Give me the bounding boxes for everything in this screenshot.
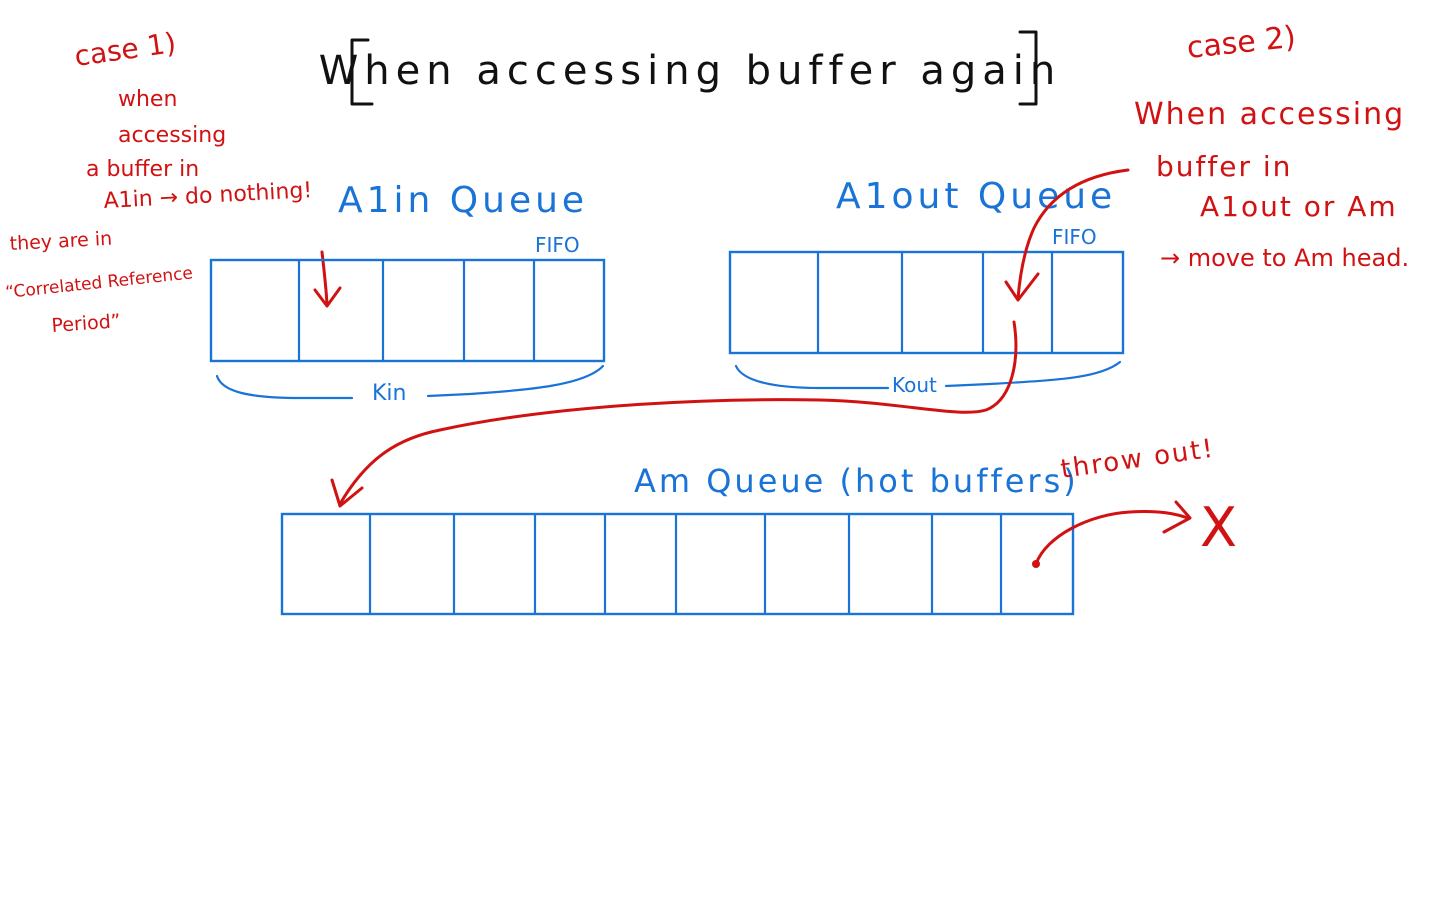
evict-arrow-shaft [1034,510,1190,566]
a1out-box [728,250,1125,355]
case2-line-2: buffer in [1156,150,1292,183]
a1out-brace [734,360,1122,390]
a1in-fifo-tag: FIFO [535,233,580,257]
case2-line-3: A1out or Am [1200,190,1398,223]
title-right-bracket [1018,30,1038,106]
evict-x-mark: X [1200,496,1237,559]
evict-arrow-head [1162,500,1192,534]
case1-note-2: “Correlated Reference [4,263,193,303]
am-box [280,512,1075,616]
case2-group: case 2) When accessing buffer in A1out o… [330,20,1409,508]
case1-line-1: when [118,87,177,112]
move-to-am-head-arrowhead [330,478,364,508]
case1-arrow-shaft [320,250,329,306]
page-title: When accessing buffer again [319,48,1062,94]
a1out-fifo-tag: FIFO [1052,225,1097,249]
case1-line-2: accessing [118,123,226,148]
move-to-am-head-arrow [338,320,1018,506]
case1-label: case 1) [72,26,178,73]
am-queue: Am Queue (hot buffers) throw out! X [280,434,1237,616]
case1-arrow-head [313,286,342,308]
a1in-queue: A1in Queue FIFO Kin [209,180,606,406]
case2-arrow-head [1004,272,1040,302]
title-left-bracket [350,38,374,106]
am-evict-label: throw out! [1059,434,1217,485]
a1out-title: A1out Queue [836,176,1116,217]
case2-line-4: → move to Am head. [1160,244,1409,272]
case2-label: case 2) [1185,20,1297,66]
am-title: Am Queue (hot buffers) [634,462,1079,500]
case2-line-1: When accessing [1134,97,1405,132]
a1in-size-label: Kin [372,381,406,406]
a1in-title: A1in Queue [338,180,588,221]
title-group: When accessing buffer again [319,30,1062,106]
case1-note-3: Period” [51,310,121,337]
case1-group: case 1) when accessing a buffer in A1in … [4,26,342,337]
case1-line-4: A1in → do nothing! [103,178,313,214]
case2-arrow-shaft [1016,168,1130,300]
a1out-queue: A1out Queue FIFO Kout [728,176,1125,397]
a1in-brace [215,364,605,400]
case1-note-1: they are in [9,228,113,255]
a1out-size-label: Kout [892,373,937,397]
case1-line-3: a buffer in [86,157,199,182]
a1in-box [209,258,606,363]
